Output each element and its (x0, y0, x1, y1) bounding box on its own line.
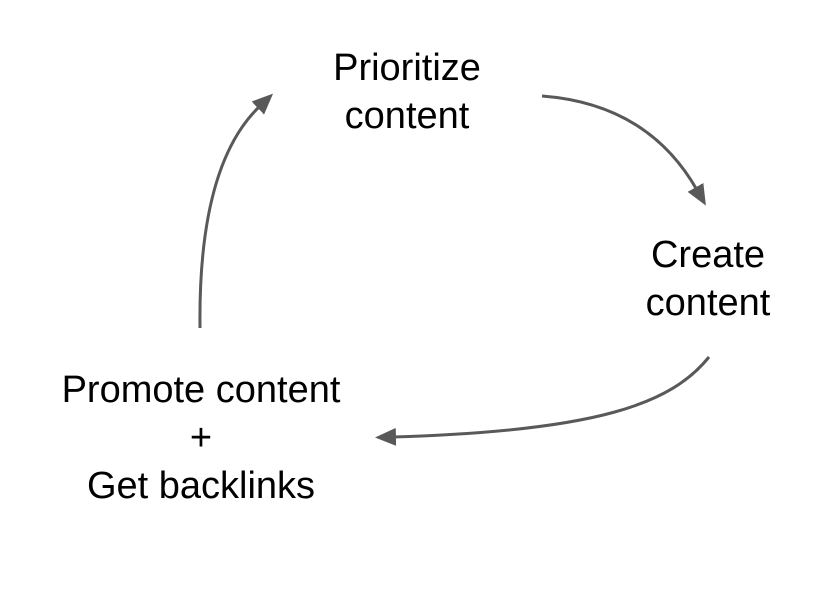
node-label-line: + (189, 417, 213, 459)
arrow-create-to-promote (375, 356, 711, 446)
arrow-prioritize-to-create (541, 94, 706, 206)
node-label-line: Create (650, 234, 766, 276)
arrow-promote-to-prioritize (198, 93, 274, 329)
node-label-line: content (645, 282, 771, 324)
node-promote-content-get-backlinks: Promote content + Get backlinks (21, 366, 381, 510)
node-create-content: Create content (558, 231, 826, 327)
node-label-line: Get backlinks (86, 465, 316, 507)
node-label-line: Prioritize (333, 47, 481, 89)
node-prioritize-content: Prioritize content (257, 44, 557, 140)
node-label-line: content (344, 95, 470, 137)
node-label-line: Promote content (61, 369, 341, 411)
